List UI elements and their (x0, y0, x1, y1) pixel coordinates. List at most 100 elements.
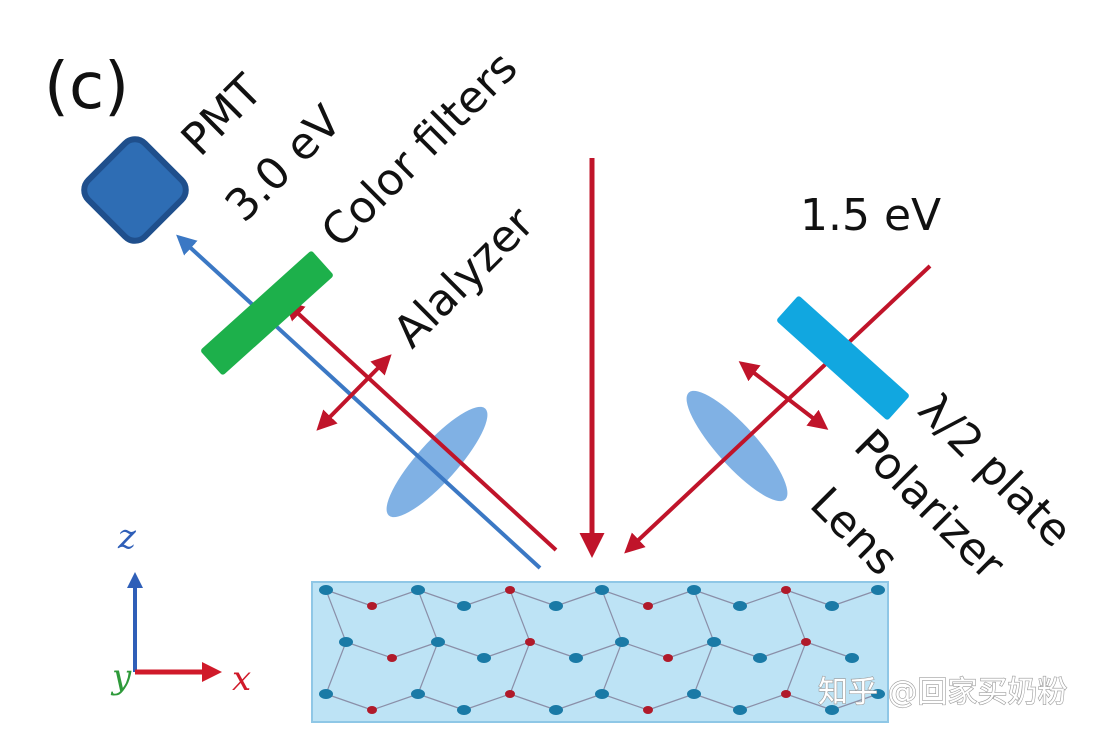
lattice-bond (555, 589, 603, 607)
lattice-bond (713, 641, 761, 659)
lattice-atom-red (643, 602, 653, 610)
lattice-atom-red (525, 638, 535, 646)
lattice-bond (601, 589, 649, 607)
lattice-atoms (319, 585, 885, 715)
lattice-atom-blue (457, 601, 471, 611)
lattice-atom-red (801, 638, 811, 646)
lattice-bond (805, 641, 853, 659)
lattice-atom-blue (319, 585, 333, 595)
crystal-lattice (311, 581, 889, 723)
lattice-atom-blue (871, 689, 885, 699)
y-axis-label: y (110, 657, 132, 697)
reflected-beam-red (284, 300, 558, 552)
lattice-atom-blue (411, 585, 425, 595)
analyzer-label: Alalyzer (384, 197, 545, 358)
lattice-bond (371, 693, 419, 711)
lattice-atom-red (505, 586, 515, 594)
polarizer-polarization-arrow (738, 361, 829, 430)
pump-energy-label: 1.5 eV (800, 190, 941, 241)
panel-label: (c) (44, 50, 129, 124)
lattice-atom-blue (615, 637, 629, 647)
lattice-atom-blue (477, 653, 491, 663)
lattice-atom-red (387, 654, 397, 662)
pmt-label: PMT (172, 65, 273, 166)
lattice-bond (601, 693, 649, 711)
lattice-bond (509, 589, 531, 643)
lattice-atom-blue (569, 653, 583, 663)
lattice-atom-red (643, 706, 653, 714)
lattice-bond (325, 641, 347, 695)
lattice-bond (601, 589, 623, 643)
lattice-atom-blue (687, 585, 701, 595)
lattice-bond (325, 693, 373, 711)
lattice-bond (437, 641, 485, 659)
lattice-bond (759, 641, 807, 659)
lattice-atom-blue (549, 601, 563, 611)
analyzer-polarization-arrow (316, 354, 392, 431)
lattice-bond (417, 693, 465, 711)
lattice-bond (417, 589, 439, 643)
lattice-bond (647, 589, 695, 607)
lattice-bond (785, 589, 833, 607)
lattice-bond (417, 589, 465, 607)
lattice-atom-red (367, 602, 377, 610)
lattice-atom-blue (753, 653, 767, 663)
lattice-bond (325, 589, 347, 643)
lattice-bond (601, 641, 623, 695)
lattice-bond (555, 693, 603, 711)
lattice-bond (785, 589, 807, 643)
lattice-bond (693, 589, 741, 607)
lattice-bond (575, 641, 623, 659)
lattice-atom-blue (457, 705, 471, 715)
lattice-bond (693, 693, 741, 711)
half-wave-plate (777, 296, 909, 420)
lattice-bond (463, 693, 511, 711)
lattice-atom-blue (339, 637, 353, 647)
lattice-atom-red (781, 690, 791, 698)
x-axis-label: x (232, 659, 251, 699)
lattice-atom-red (367, 706, 377, 714)
coordinate-axes: z y x (110, 517, 251, 699)
color-filter (201, 251, 333, 375)
lattice-bond (667, 641, 715, 659)
lattice-bond (693, 589, 715, 643)
lattice-bond (483, 641, 531, 659)
lattice-bond (785, 641, 807, 695)
lattice-atom-blue (845, 653, 859, 663)
lattice-atom-blue (319, 689, 333, 699)
lattice-bond (693, 641, 715, 695)
lattice-bonds (325, 589, 879, 711)
lattice-atom-blue (733, 601, 747, 611)
lattice-bond (621, 641, 669, 659)
lattice-atom-blue (825, 601, 839, 611)
lattice-atom-blue (871, 585, 885, 595)
lattice-atom-blue (431, 637, 445, 647)
lattice-bond (325, 589, 373, 607)
lattice-bond (509, 589, 557, 607)
lattice-bond (391, 641, 439, 659)
lattice-bond (371, 589, 419, 607)
lattice-bond (739, 589, 787, 607)
lattice-atom-blue (595, 585, 609, 595)
lattice-bond (509, 693, 557, 711)
left-lens (386, 406, 488, 518)
lattice-bond (345, 641, 393, 659)
lattice-atom-blue (411, 689, 425, 699)
lattice-atom-blue (549, 705, 563, 715)
lattice-bond (529, 641, 577, 659)
lattice-bond (739, 693, 787, 711)
lattice-bond (785, 693, 833, 711)
lattice-bond (417, 641, 439, 695)
lattice-atom-blue (707, 637, 721, 647)
z-axis-label: z (117, 517, 137, 557)
lattice-atom-blue (687, 689, 701, 699)
lattice-atom-red (663, 654, 673, 662)
watermark: 知乎 @回家买奶粉 (818, 675, 1068, 710)
lattice-atom-blue (825, 705, 839, 715)
lattice-atom-blue (733, 705, 747, 715)
lattice-atom-red (781, 586, 791, 594)
pmt-detector (81, 136, 189, 244)
lattice-atom-red (505, 690, 515, 698)
